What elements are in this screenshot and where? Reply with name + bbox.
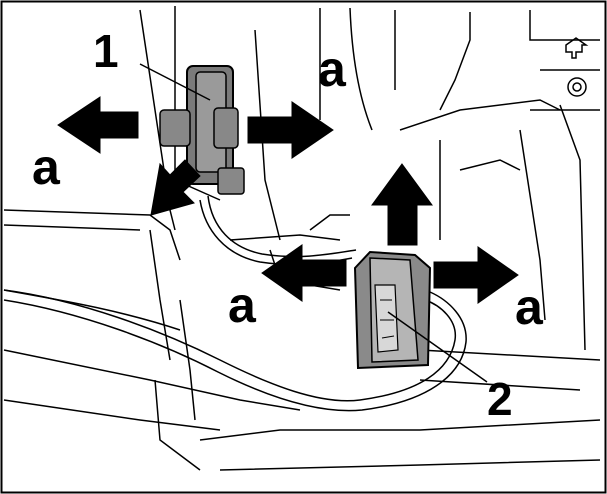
arrow-right-lower [433,246,519,304]
arrow-left-lower [261,244,347,302]
trunk-lid-icon [565,37,589,59]
direction-label-a-top: a [318,41,346,97]
arrow-left-upper [57,96,139,154]
arrow-right-upper [247,101,334,159]
arrow-up [371,163,433,246]
target-icon [567,77,587,97]
release-arrows [57,96,519,304]
leader-line-1 [139,63,211,101]
callout-1: 1 [93,25,119,77]
direction-label-a-center: a [228,277,256,333]
direction-label-a-left: a [32,139,60,195]
wiring-harness [3,195,467,412]
direction-label-a-right: a [515,279,543,335]
leader-line-2 [387,311,488,383]
callout-2: 2 [487,373,513,425]
leader-lines [139,63,488,383]
clip-2 [353,250,432,370]
arrow-down-left [150,159,201,216]
